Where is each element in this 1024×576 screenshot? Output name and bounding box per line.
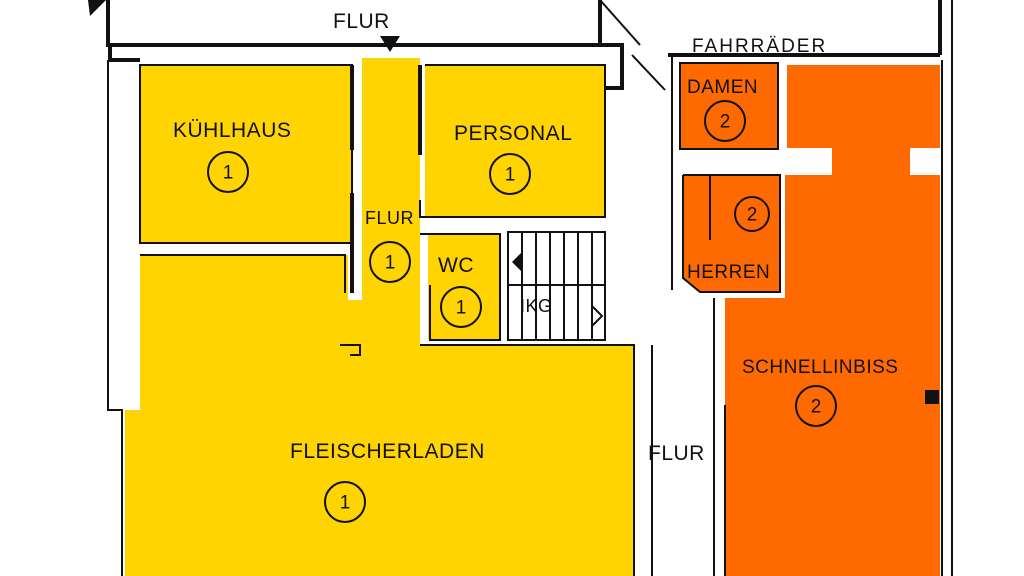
room-fleischerladen: [125, 232, 634, 576]
walls: [106, 0, 953, 576]
unit-2-fills: [680, 63, 940, 576]
unit-marker-herren: 2: [734, 196, 770, 232]
room-damen: [680, 63, 778, 149]
svg-text:2: 2: [720, 112, 731, 133]
unit-1-fills: [125, 58, 634, 576]
svg-text:1: 1: [456, 298, 467, 319]
label-ikg: IKG: [520, 296, 553, 316]
label-fleischerladen: FLEISCHERLADEN: [290, 440, 485, 463]
unit-marker-flur: 1: [369, 241, 411, 283]
label-herren: HERREN: [687, 262, 770, 283]
svg-text:1: 1: [505, 165, 516, 186]
label-damen: DAMEN: [687, 77, 758, 98]
corner-mark-icon: [88, 0, 106, 16]
room-personal: [425, 65, 605, 217]
staircase: [507, 231, 606, 341]
unit-marker-kuehlhaus: 1: [207, 151, 249, 193]
svg-text:1: 1: [385, 253, 396, 274]
stair-arrow-icon: [512, 252, 522, 272]
unit-marker-fleischerladen: 1: [324, 481, 366, 523]
room-herren: [683, 175, 780, 292]
svg-text:1: 1: [340, 493, 351, 514]
stair-down-arrow-icon: [591, 305, 604, 327]
label-personal: PERSONAL: [454, 122, 572, 145]
label-flur-inner: FLUR: [365, 208, 414, 228]
svg-text:1: 1: [223, 163, 234, 184]
label-schnellinbiss: SCHNELLINBISS: [742, 357, 898, 378]
entrance-arrow-icon: [380, 36, 400, 52]
svg-text:2: 2: [747, 205, 758, 226]
label-flur-right: FLUR: [648, 442, 705, 465]
unit-marker-personal: 1: [489, 153, 531, 195]
unit-marker-schnellinbiss: 2: [795, 385, 837, 427]
room-kuehlhaus: [140, 65, 352, 243]
unit-marker-wc: 1: [440, 286, 482, 328]
column-marker: [925, 390, 939, 404]
label-fahrraeder: FAHRRÄDER: [692, 36, 827, 57]
room-schnellinbiss: [725, 65, 940, 576]
unit-marker-damen: 2: [704, 100, 746, 142]
label-wc: WC: [438, 254, 474, 277]
svg-text:2: 2: [811, 397, 822, 418]
label-kuehlhaus: KÜHLHAUS: [173, 119, 291, 142]
label-flur-top: FLUR: [333, 10, 390, 33]
